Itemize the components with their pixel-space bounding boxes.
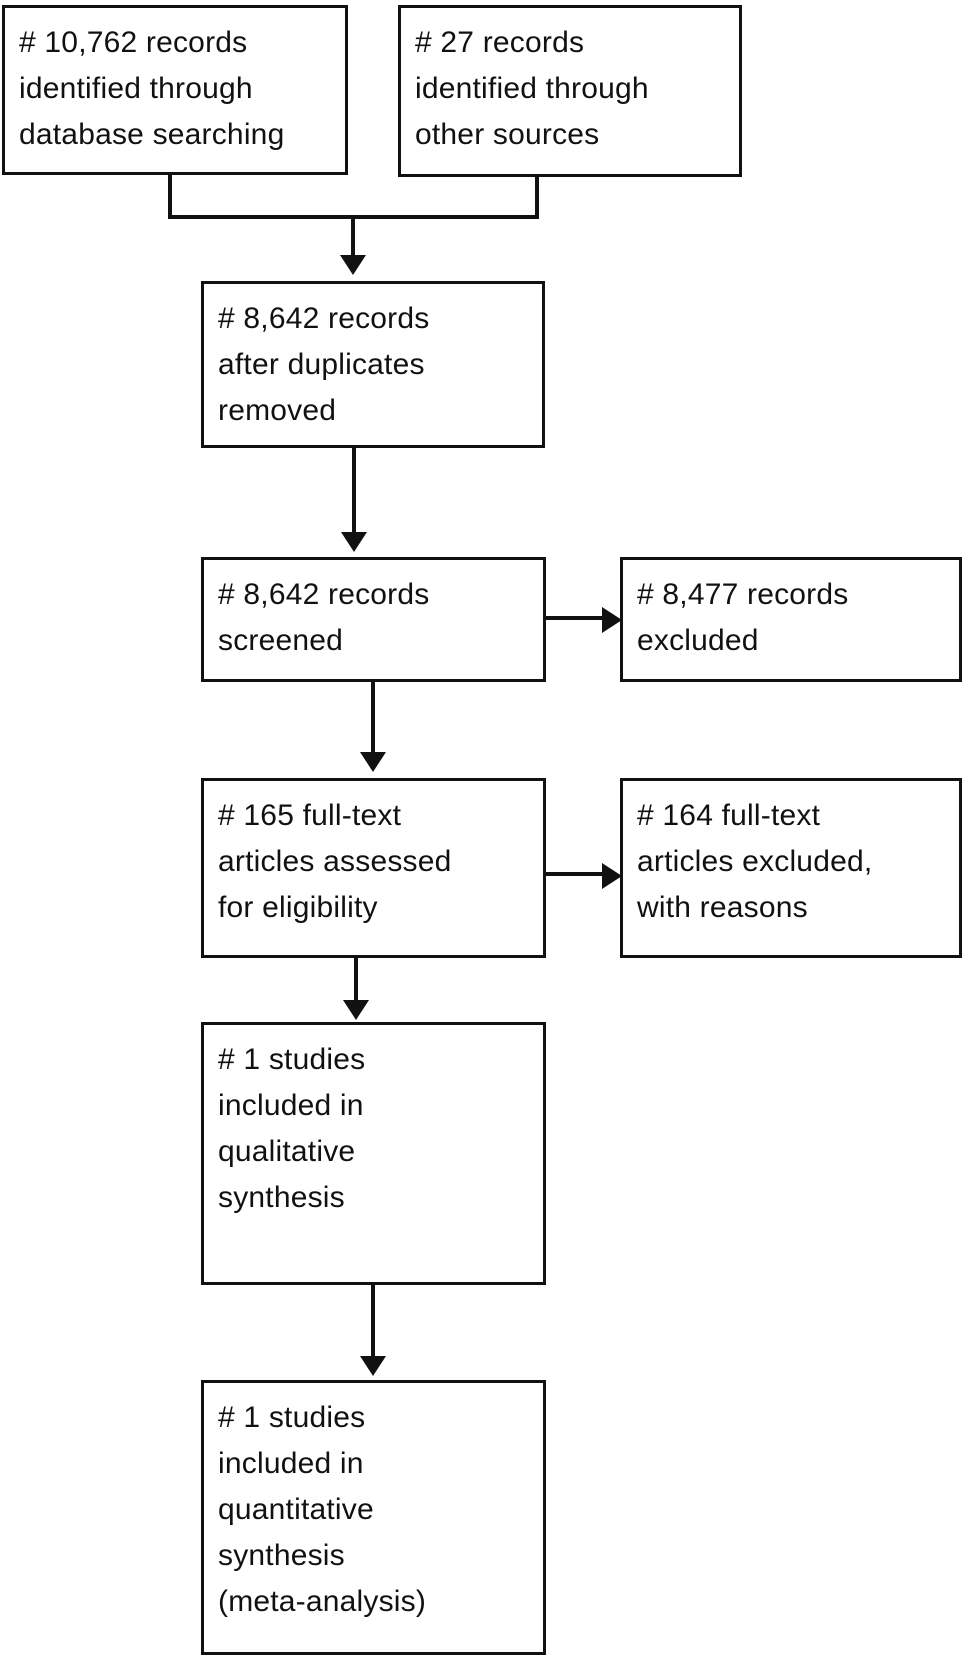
connector-duplicates-to-screened <box>352 448 356 534</box>
connector-merge-stem <box>351 215 355 257</box>
records-excluded-text: # 8,477 records excluded <box>637 578 849 657</box>
fulltext-articles-excluded-box: # 164 full-text articles excluded, with … <box>620 778 962 958</box>
records-after-duplicates-removed-box: # 8,642 records after duplicates removed <box>201 281 545 448</box>
records-screened-text: # 8,642 records screened <box>218 578 430 657</box>
records-after-duplicates-removed-text: # 8,642 records after duplicates removed <box>218 302 430 427</box>
records-excluded-box: # 8,477 records excluded <box>620 557 962 682</box>
connector-db-drop <box>168 175 172 219</box>
studies-included-quantitative-text: # 1 studies included in quantitative syn… <box>218 1401 427 1618</box>
records-identified-other-text: # 27 records identified through other so… <box>415 26 649 151</box>
arrowhead-to-qualitative <box>343 1000 369 1020</box>
studies-included-qualitative-box: # 1 studies included in qualitative synt… <box>201 1022 546 1285</box>
fulltext-articles-excluded-text: # 164 full-text articles excluded, with … <box>637 799 873 924</box>
records-screened-box: # 8,642 records screened <box>201 557 546 682</box>
studies-included-quantitative-box: # 1 studies included in quantitative syn… <box>201 1380 546 1655</box>
arrowhead-to-fulltext-excluded <box>602 863 622 889</box>
fulltext-articles-assessed-box: # 165 full-text articles assessed for el… <box>201 778 546 958</box>
connector-screened-to-fulltext <box>371 682 375 754</box>
fulltext-articles-assessed-text: # 165 full-text articles assessed for el… <box>218 799 452 924</box>
records-identified-database-text: # 10,762 records identified through data… <box>19 26 285 151</box>
arrowhead-to-duplicates <box>340 255 366 275</box>
arrowhead-to-fulltext <box>360 752 386 772</box>
connector-fulltext-to-excluded <box>546 872 606 876</box>
arrowhead-to-screened <box>341 532 367 552</box>
connector-qualitative-to-quantitative <box>371 1285 375 1359</box>
studies-included-qualitative-text: # 1 studies included in qualitative synt… <box>218 1043 366 1214</box>
arrowhead-to-excluded <box>602 607 622 633</box>
connector-screened-to-excluded <box>546 616 606 620</box>
connector-merge-bar <box>168 215 539 219</box>
records-identified-other-box: # 27 records identified through other so… <box>398 5 742 177</box>
records-identified-database-box: # 10,762 records identified through data… <box>2 5 348 175</box>
arrowhead-to-quantitative <box>360 1356 386 1376</box>
connector-other-drop <box>535 177 539 219</box>
connector-fulltext-to-qualitative <box>354 958 358 1004</box>
